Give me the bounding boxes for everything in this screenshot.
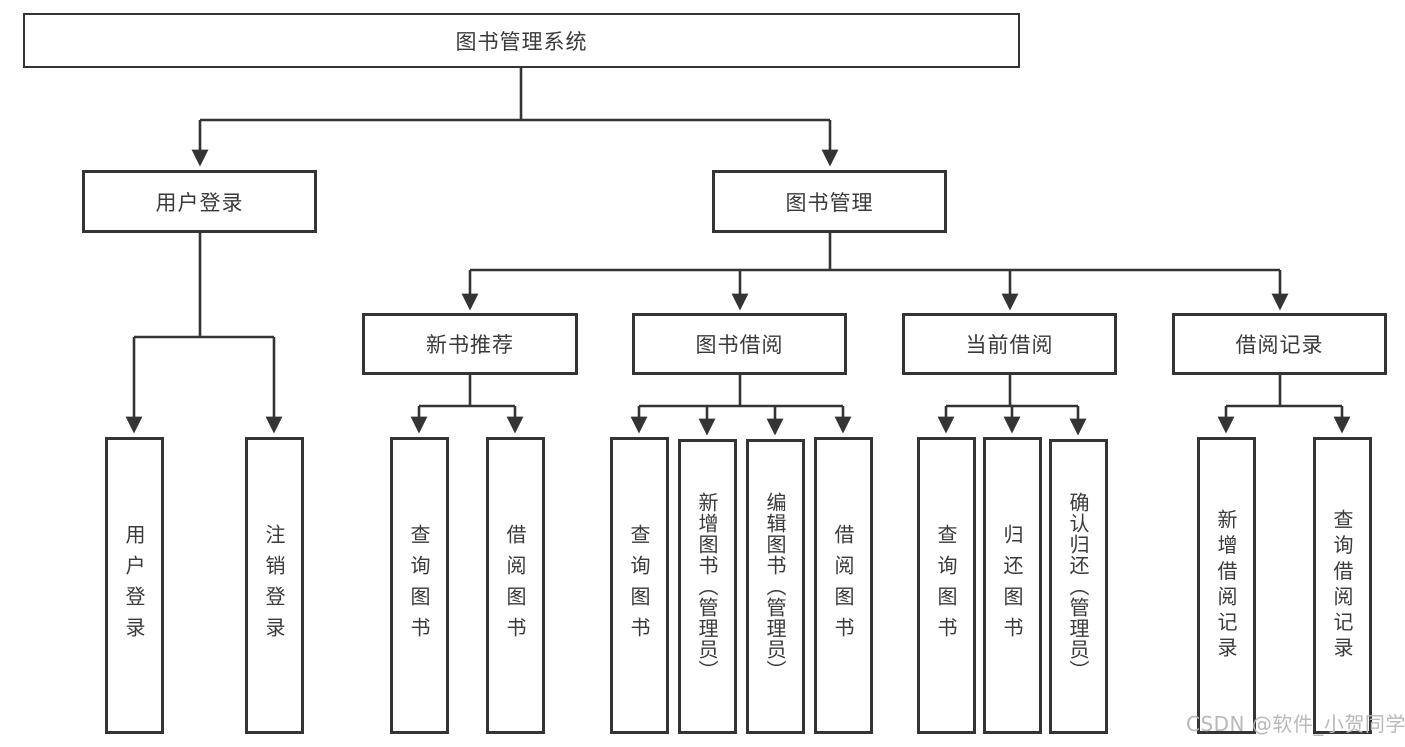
- node-user-login: 用户登录: [82, 170, 317, 233]
- node-new-book-recommend: 新书推荐: [362, 313, 578, 375]
- leaf-logout: 注销登录: [245, 437, 304, 734]
- node-label: 归还图书: [1000, 523, 1024, 648]
- node-label: 查询图书: [627, 523, 651, 648]
- node-label: 图书管理: [785, 190, 874, 215]
- leaf-borrow-books: 借阅图书: [814, 437, 873, 734]
- node-book-management: 图书管理: [712, 170, 947, 233]
- node-book-borrowing: 图书借阅: [632, 313, 847, 375]
- leaf-user-login: 用户登录: [105, 437, 164, 734]
- node-label: 用户登录: [155, 190, 244, 215]
- leaf-return-books: 归还图书: [983, 437, 1042, 734]
- node-label: 图书管理系统: [455, 29, 588, 54]
- node-library-management-system: 图书管理系统: [23, 13, 1020, 68]
- node-label: 确认归还（管理员）: [1066, 492, 1090, 681]
- node-label: 当前借阅: [965, 333, 1054, 357]
- leaf-confirm-return-admin: 确认归还（管理员）: [1049, 439, 1108, 734]
- node-label: 借阅记录: [1235, 333, 1324, 357]
- node-label: 新增借阅记录: [1214, 508, 1238, 663]
- leaf-query-books-borrow: 查询图书: [610, 437, 669, 734]
- node-label: 图书借阅: [695, 333, 784, 357]
- node-borrowing-records: 借阅记录: [1172, 313, 1387, 375]
- node-label: 借阅图书: [831, 523, 855, 648]
- leaf-query-borrow-record: 查询借阅记录: [1313, 437, 1372, 734]
- node-current-borrowing: 当前借阅: [902, 313, 1117, 375]
- node-label: 查询图书: [934, 523, 958, 648]
- node-label: 用户登录: [122, 523, 146, 648]
- node-label: 借阅图书: [503, 523, 527, 648]
- node-label: 注销登录: [262, 523, 286, 648]
- leaf-add-books-admin: 新增图书（管理员）: [678, 439, 737, 734]
- node-label: 查询图书: [407, 523, 431, 648]
- node-label: 编辑图书（管理员）: [763, 492, 787, 681]
- leaf-add-borrow-record: 新增借阅记录: [1197, 437, 1256, 734]
- leaf-edit-books-admin: 编辑图书（管理员）: [746, 439, 805, 734]
- leaf-query-books-recommend: 查询图书: [390, 437, 449, 734]
- node-label: 查询借阅记录: [1330, 508, 1354, 663]
- node-label: 新增图书（管理员）: [695, 492, 719, 681]
- leaf-query-books-current: 查询图书: [917, 437, 976, 734]
- csdn-watermark: CSDN @软件_小贺同学: [1186, 712, 1405, 736]
- node-label: 新书推荐: [426, 333, 514, 357]
- leaf-borrow-books-recommend: 借阅图书: [486, 437, 545, 734]
